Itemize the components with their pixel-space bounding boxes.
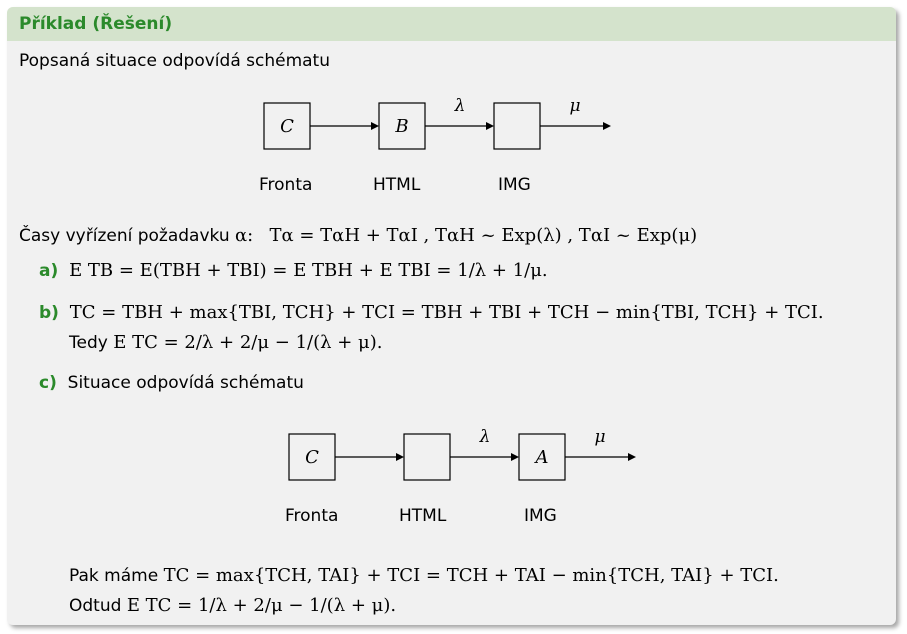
alpha-symbol: α: xyxy=(235,225,254,246)
lambda-label-2: λ xyxy=(479,427,491,447)
mu-label: μ xyxy=(569,96,580,116)
caption-html: HTML xyxy=(373,175,421,195)
box-label-c-2: C xyxy=(305,447,319,468)
intro-text: Popsaná situace odpovídá schématu xyxy=(19,51,330,71)
item-a-label: a) xyxy=(39,261,59,281)
item-b-formula: TC = TBH + max{TBI, TCH} + TCI = TBH + T… xyxy=(69,302,824,323)
box-img xyxy=(493,102,541,150)
caption-fronta: Fronta xyxy=(259,175,313,195)
example-block: Příklad (Řešení) Popsaná situace odpovíd… xyxy=(7,7,896,625)
item-c-text: Situace odpovídá schématu xyxy=(67,373,304,393)
caption-img-2: IMG xyxy=(524,506,557,526)
item-b-label: b) xyxy=(39,303,59,323)
box-html-2 xyxy=(403,433,451,481)
times-label: Časy vyřízení požadavku xyxy=(19,226,230,246)
mu-label-2: μ xyxy=(594,427,605,447)
item-c-label: c) xyxy=(39,373,57,393)
pak-line: Pak máme TC = max{TCH, TAI} + TCI = TCH … xyxy=(69,565,779,586)
lambda-label: λ xyxy=(454,96,466,116)
odtud-formula: E TC = 1/λ + 2/μ − 1/(λ + μ). xyxy=(126,595,397,616)
block-title: Příklad (Řešení) xyxy=(7,7,896,41)
box-label-b: B xyxy=(394,116,408,137)
box-label-a-2: A xyxy=(534,447,549,468)
item-b-result: Tedy E TC = 2/λ + 2/μ − 1/(λ + μ). xyxy=(69,332,383,353)
item-a-formula: E TB = E(TBH + TBI) = E TBH + E TBI = 1/… xyxy=(69,260,548,281)
odtud-prefix: Odtud xyxy=(69,596,122,616)
caption-html-2: HTML xyxy=(399,506,447,526)
item-b-result-formula: E TC = 2/λ + 2/μ − 1/(λ + μ). xyxy=(113,332,383,353)
queue-diagram-1: C B λ μ xyxy=(263,96,611,150)
pak-formula: TC = max{TCH, TAI} + TCI = TCH + TAI − m… xyxy=(163,565,779,586)
times-line: Časy vyřízení požadavku α: Tα = TαH + Tα… xyxy=(19,225,697,246)
pak-prefix: Pak máme xyxy=(69,566,159,586)
item-b: b) TC = TBH + max{TBI, TCH} + TCI = TBH … xyxy=(39,302,824,323)
caption-img: IMG xyxy=(498,175,531,195)
box-label-c: C xyxy=(280,116,294,137)
caption-fronta-2: Fronta xyxy=(285,506,339,526)
queue-diagram-2: C λ A μ xyxy=(288,427,636,481)
item-a: a) E TB = E(TBH + TBI) = E TBH + E TBI =… xyxy=(39,260,548,281)
tedy-label: Tedy xyxy=(69,333,108,353)
times-formula: Tα = TαH + TαI , TαH ~ Exp(λ) , TαI ~ Ex… xyxy=(269,225,698,246)
odtud-line: Odtud E TC = 1/λ + 2/μ − 1/(λ + μ). xyxy=(69,595,396,616)
item-c: c) Situace odpovídá schématu xyxy=(39,373,304,393)
